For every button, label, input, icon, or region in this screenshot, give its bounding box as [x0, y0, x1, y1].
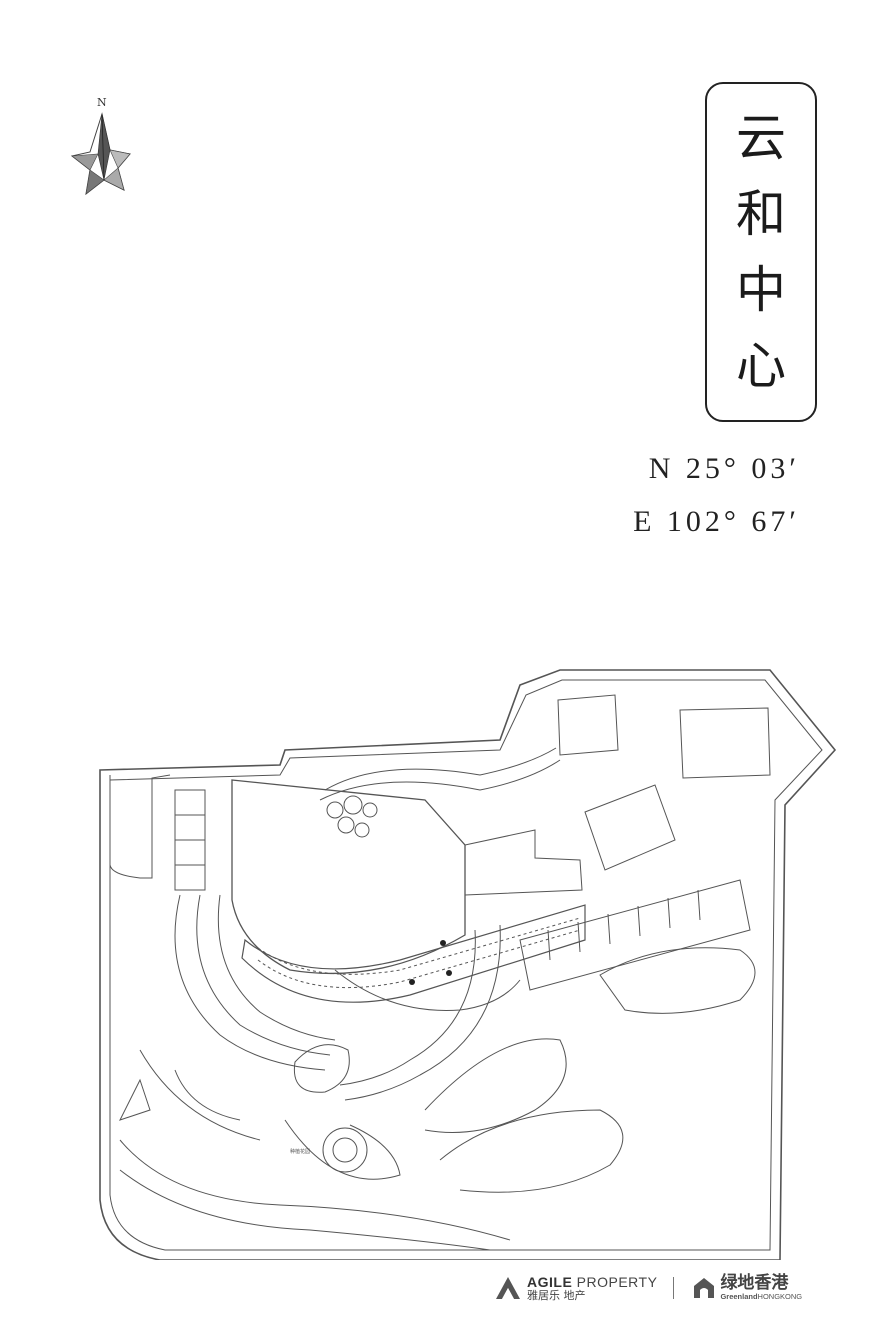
- title-char-3: 中: [736, 261, 786, 319]
- compass-icon: [70, 112, 131, 196]
- title-char-2: 和: [736, 185, 786, 243]
- plan-label-garden: 种植花园: [290, 1148, 310, 1155]
- agile-cn-name: 雅居乐 地产: [527, 1288, 586, 1302]
- developer-logos: AGILE PROPERTY 雅居乐 地产 绿地香港 GreenlandHONG…: [495, 1268, 835, 1308]
- agile-logo-icon: [496, 1276, 520, 1299]
- greenland-logo-icon: [694, 1278, 715, 1298]
- greenland-en-name: GreenlandHONGKONG: [720, 1291, 803, 1301]
- project-title-box: 云 和 中 心: [705, 82, 817, 422]
- longitude-text: E 102° 67′: [633, 505, 800, 538]
- agile-property-logo: AGILE PROPERTY 雅居乐 地产: [495, 1275, 657, 1301]
- site-plan-drawing: 种植花园: [99, 669, 837, 1260]
- greenland-cn-name: 绿地香港: [720, 1273, 789, 1294]
- title-char-4: 心: [736, 337, 786, 395]
- title-char-1: 云: [736, 109, 786, 167]
- north-arrow: N: [60, 92, 140, 222]
- compass-n-label: N: [97, 96, 107, 109]
- greenland-logo: 绿地香港 GreenlandHONGKONG: [692, 1273, 803, 1301]
- logo-divider: [673, 1277, 675, 1299]
- agile-en-name: AGILE PROPERTY: [527, 1273, 658, 1290]
- latitude-text: N 25° 03′: [648, 452, 800, 485]
